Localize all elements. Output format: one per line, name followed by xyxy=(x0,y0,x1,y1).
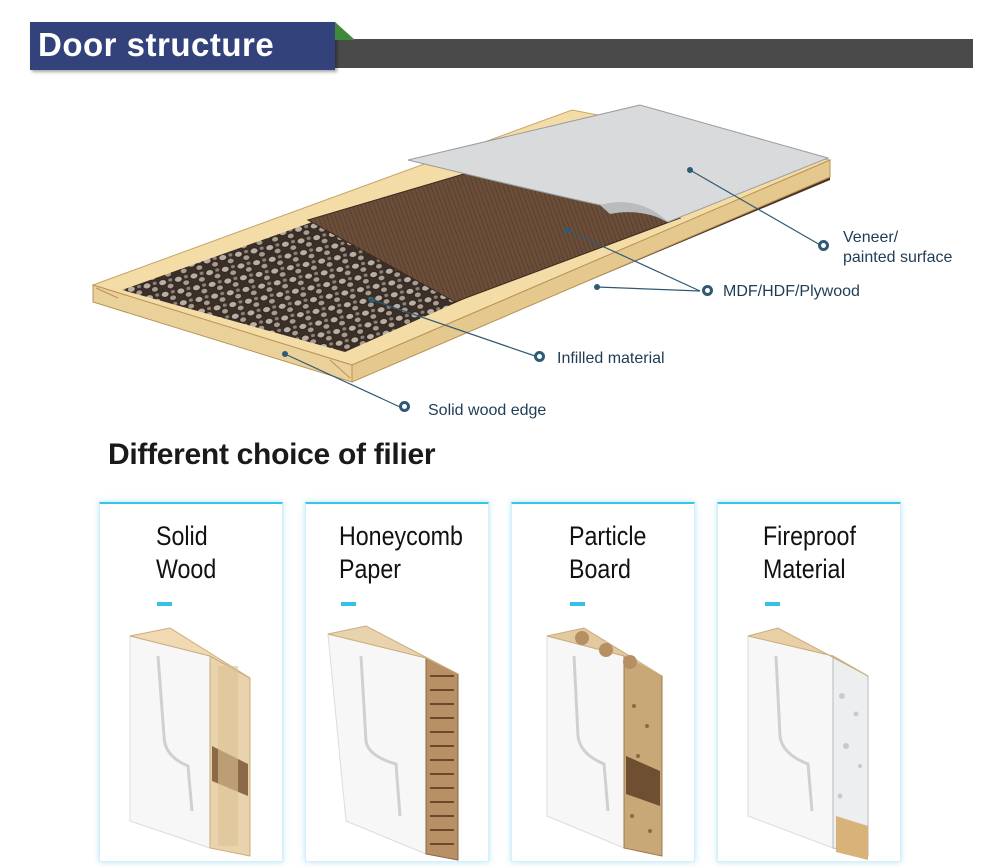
callout-solid-edge: Solid wood edge xyxy=(428,402,547,419)
solid-wood-door-cutaway-image xyxy=(129,627,251,857)
card-title-line2: Wood xyxy=(156,554,217,584)
filler-card-solid-wood: Solid Wood xyxy=(99,502,283,862)
card-title-line1: Fireproof xyxy=(763,521,856,551)
card-title: Solid Wood xyxy=(156,520,216,586)
card-title: Particle Board xyxy=(569,520,646,586)
solid-edge-marker-icon xyxy=(399,401,410,412)
card-title: Fireproof Material xyxy=(763,520,856,586)
callout-infilled: Infilled material xyxy=(557,350,665,367)
card-accent-dash xyxy=(157,602,172,606)
card-accent-dash xyxy=(765,602,780,606)
veneer-marker-icon xyxy=(818,240,829,251)
infill-marker-icon xyxy=(534,351,545,362)
banner-bar xyxy=(320,39,973,68)
honeycomb-door-cutaway-image xyxy=(327,625,459,861)
card-accent-dash xyxy=(341,602,356,606)
card-accent-dash xyxy=(570,602,585,606)
card-title-line2: Paper xyxy=(339,554,401,584)
callout-mdf: MDF/HDF/Plywood xyxy=(723,283,860,300)
fireproof-door-cutaway-image xyxy=(747,627,869,860)
card-title-line2: Board xyxy=(569,554,631,584)
callout-veneer-line1: Veneer/ xyxy=(843,229,899,246)
filler-card-particle-board: Particle Board xyxy=(511,502,695,862)
particle-board-door-cutaway-image xyxy=(546,627,663,857)
card-title: Honeycomb Paper xyxy=(339,520,463,586)
door-layers-illustration xyxy=(91,104,832,408)
card-title-line1: Particle xyxy=(569,521,647,551)
page-banner: Door structure xyxy=(30,22,973,70)
mdf-marker-icon xyxy=(702,285,713,296)
filler-card-fireproof-material: Fireproof Material xyxy=(717,502,901,862)
card-title-line2: Material xyxy=(763,554,846,584)
card-title-line1: Honeycomb xyxy=(339,521,463,551)
filler-card-honeycomb-paper: Honeycomb Paper xyxy=(305,502,489,862)
callout-veneer-line2: painted surface xyxy=(843,249,953,266)
door-structure-diagram: Veneer/ painted surface MDF/HDF/Plywood … xyxy=(0,80,999,440)
banner-corner-accent xyxy=(335,22,355,40)
page-title: Door structure xyxy=(38,26,275,63)
filler-section-heading: Different choice of filier xyxy=(108,438,436,471)
card-title-line1: Solid xyxy=(156,521,208,551)
banner-title-block: Door structure xyxy=(30,22,335,70)
